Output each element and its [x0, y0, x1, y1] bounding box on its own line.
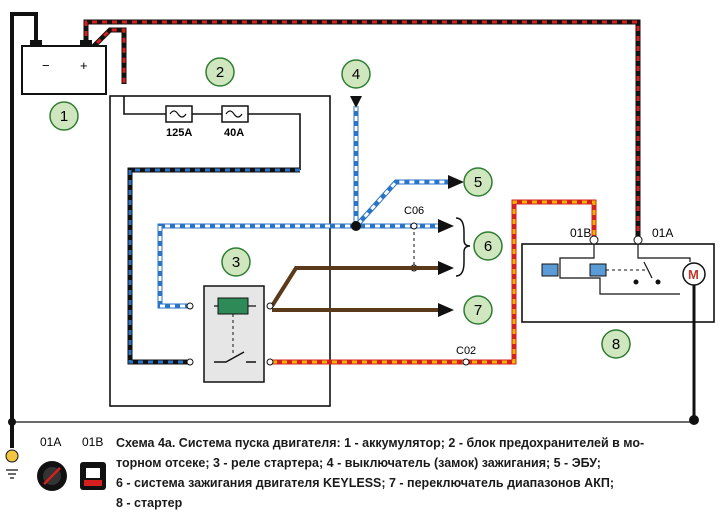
svg-text:8: 8	[612, 336, 620, 353]
svg-text:5: 5	[474, 174, 482, 191]
fuse-40a: 40A	[221, 105, 249, 139]
label-circle-8: 8	[601, 329, 631, 359]
battery-plus-label: +	[80, 58, 88, 73]
battery-to-starter-wire	[83, 19, 641, 240]
starter-box: 01B 01A M	[521, 226, 715, 425]
fuse-125a: 125A	[165, 105, 193, 139]
diagram-caption: Схема 4а. Система пуска двигателя: 1 - а…	[116, 433, 722, 513]
label-circle-7: 7	[463, 295, 493, 325]
caption-line-3: 6 - система зажигания двигателя KEYLESS;…	[116, 476, 614, 490]
label-circle-5: 5	[463, 167, 493, 197]
junction-dot	[351, 221, 361, 231]
svg-text:6: 6	[484, 238, 492, 255]
svg-text:3: 3	[232, 254, 240, 271]
fuse-to-relay-wire	[127, 167, 300, 365]
svg-text:4: 4	[352, 66, 360, 83]
relay-to-range-switch-wire	[272, 303, 454, 317]
svg-text:1: 1	[60, 108, 68, 125]
caption-line-2: торном отсеке; 3 - реле стартера; 4 - вы…	[116, 456, 601, 470]
relay-to-keyless-wire	[270, 261, 454, 308]
fuse-125a-label: 125A	[166, 127, 192, 139]
ground-symbol	[5, 449, 19, 479]
connector-c02-label: C02	[456, 345, 476, 357]
svg-text:2: 2	[216, 64, 224, 81]
battery: − +	[21, 40, 107, 95]
svg-text:01B: 01B	[82, 435, 103, 449]
fuse-block-box	[109, 95, 331, 407]
relay-coil-wire	[157, 219, 454, 309]
fuse-bus-line	[123, 96, 301, 170]
legend-01a: 01A	[37, 435, 67, 491]
label-circle-6: 6	[473, 231, 503, 261]
relay-coil	[217, 297, 249, 315]
starter-solenoid-coil-1	[541, 263, 559, 277]
svg-text:01A: 01A	[40, 435, 61, 449]
caption-line-4: 8 - стартер	[116, 496, 183, 510]
svg-text:7: 7	[474, 302, 482, 319]
keyless-brace	[455, 217, 471, 277]
caption-line-1: Схема 4а. Система пуска двигателя: 1 - а…	[116, 436, 645, 450]
label-circle-2: 2	[205, 57, 235, 87]
ignition-wire	[350, 96, 362, 226]
svg-text:M: M	[688, 267, 699, 282]
starter-relay	[186, 285, 274, 383]
battery-to-fuse-wire	[88, 27, 127, 84]
battery-minus-label: −	[42, 58, 50, 73]
fuse-40a-label: 40A	[224, 127, 244, 139]
battery-ground-wire	[10, 12, 38, 448]
starter-solenoid-coil-2	[589, 263, 607, 277]
label-circle-4: 4	[341, 59, 371, 89]
starter-01b-label: 01B	[570, 226, 591, 240]
starter-01a-label: 01A	[652, 226, 673, 240]
label-circle-3: 3	[221, 247, 251, 277]
relay-to-starter-wire: C02	[272, 199, 597, 366]
ignition-terminal	[350, 96, 362, 108]
label-circle-1: 1	[49, 101, 79, 131]
legend-01b: 01B	[80, 435, 106, 490]
ecu-branch-wire	[356, 175, 464, 226]
connector-c06-label: C06	[404, 205, 424, 217]
